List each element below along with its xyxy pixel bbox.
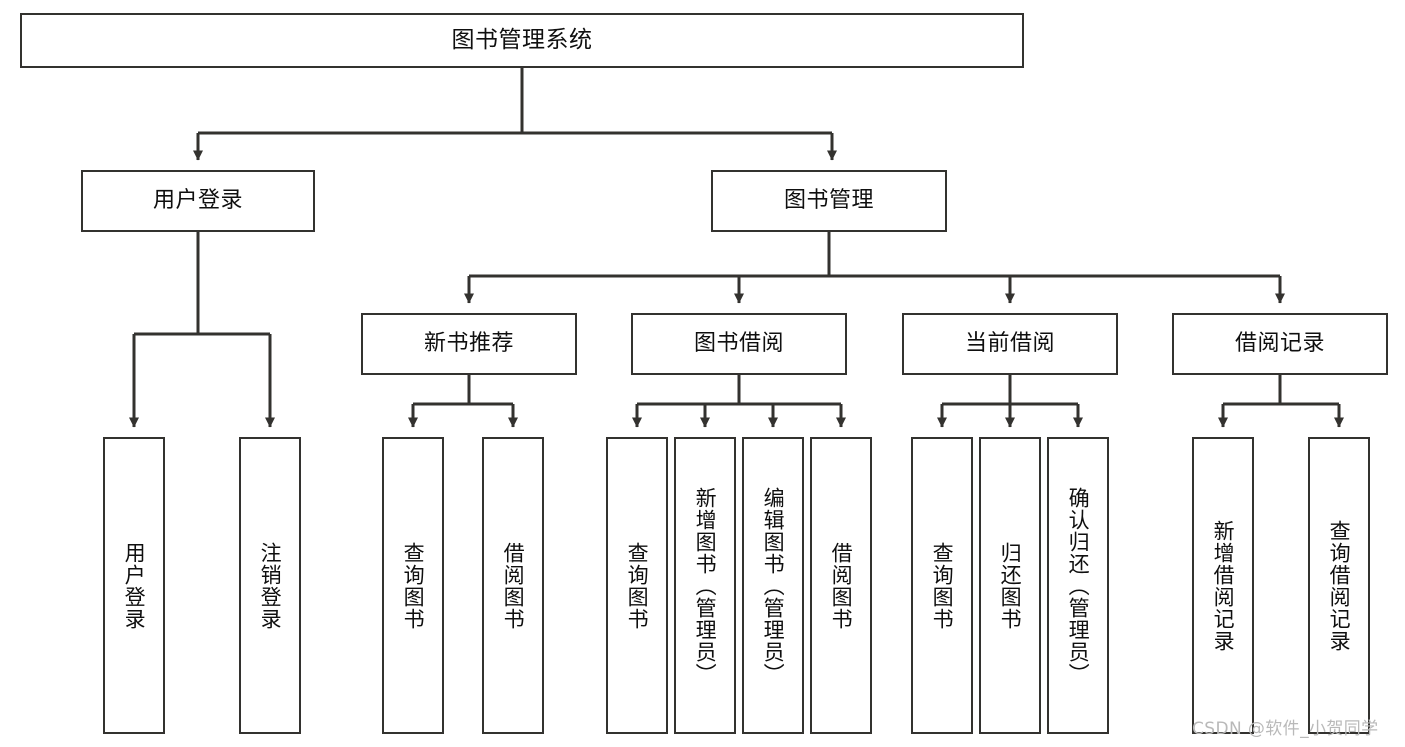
node-leaf-logout-login-label: 注销登录 [258,541,283,630]
node-leaf-user-login-label: 用户登录 [122,541,147,630]
node-new-book-recommend[interactable]: 新书推荐 [361,313,577,375]
node-leaf-borrow-book-2[interactable]: 借阅图书 [810,437,872,734]
node-root-label: 图书管理系统 [451,26,593,53]
node-leaf-borrow-book-2-label: 借阅图书 [829,541,854,630]
node-leaf-add-record[interactable]: 新增借阅记录 [1192,437,1254,734]
node-leaf-edit-book[interactable]: 编辑图书（管理员） [742,437,804,734]
node-leaf-borrow-book-1-label: 借阅图书 [501,541,526,630]
node-leaf-return-book-label: 归还图书 [998,541,1023,630]
node-leaf-query-book-2[interactable]: 查询图书 [606,437,668,734]
node-leaf-confirm-return-label: 确认归还（管理员） [1066,486,1091,685]
node-book-manage-label: 图书管理 [783,187,874,213]
node-leaf-query-book-1[interactable]: 查询图书 [382,437,444,734]
node-leaf-borrow-book-1[interactable]: 借阅图书 [482,437,544,734]
node-leaf-query-book-3-label: 查询图书 [930,541,955,630]
node-book-borrow-label: 图书借阅 [693,330,784,356]
node-leaf-edit-book-label: 编辑图书（管理员） [761,486,786,685]
node-user-login[interactable]: 用户登录 [81,170,315,232]
node-current-borrow-label: 当前借阅 [964,330,1055,356]
node-new-book-recommend-label: 新书推荐 [423,330,514,356]
node-current-borrow[interactable]: 当前借阅 [902,313,1118,375]
node-leaf-user-login[interactable]: 用户登录 [103,437,165,734]
node-borrow-record[interactable]: 借阅记录 [1172,313,1388,375]
node-borrow-record-label: 借阅记录 [1234,330,1325,356]
node-book-manage[interactable]: 图书管理 [711,170,947,232]
node-root[interactable]: 图书管理系统 [20,13,1024,68]
node-leaf-query-book-1-label: 查询图书 [401,541,426,630]
node-leaf-confirm-return[interactable]: 确认归还（管理员） [1047,437,1109,734]
node-book-borrow[interactable]: 图书借阅 [631,313,847,375]
node-leaf-add-book-label: 新增图书（管理员） [693,486,718,685]
csdn-watermark: CSDN @软件_小贺同学 [1192,719,1379,739]
node-leaf-add-book[interactable]: 新增图书（管理员） [674,437,736,734]
node-leaf-add-record-label: 新增借阅记录 [1211,519,1236,652]
node-user-login-label: 用户登录 [152,187,243,213]
node-leaf-query-record-label: 查询借阅记录 [1327,519,1352,652]
node-leaf-logout-login[interactable]: 注销登录 [239,437,301,734]
node-leaf-query-book-2-label: 查询图书 [625,541,650,630]
node-leaf-return-book[interactable]: 归还图书 [979,437,1041,734]
node-leaf-query-book-3[interactable]: 查询图书 [911,437,973,734]
node-leaf-query-record[interactable]: 查询借阅记录 [1308,437,1370,734]
